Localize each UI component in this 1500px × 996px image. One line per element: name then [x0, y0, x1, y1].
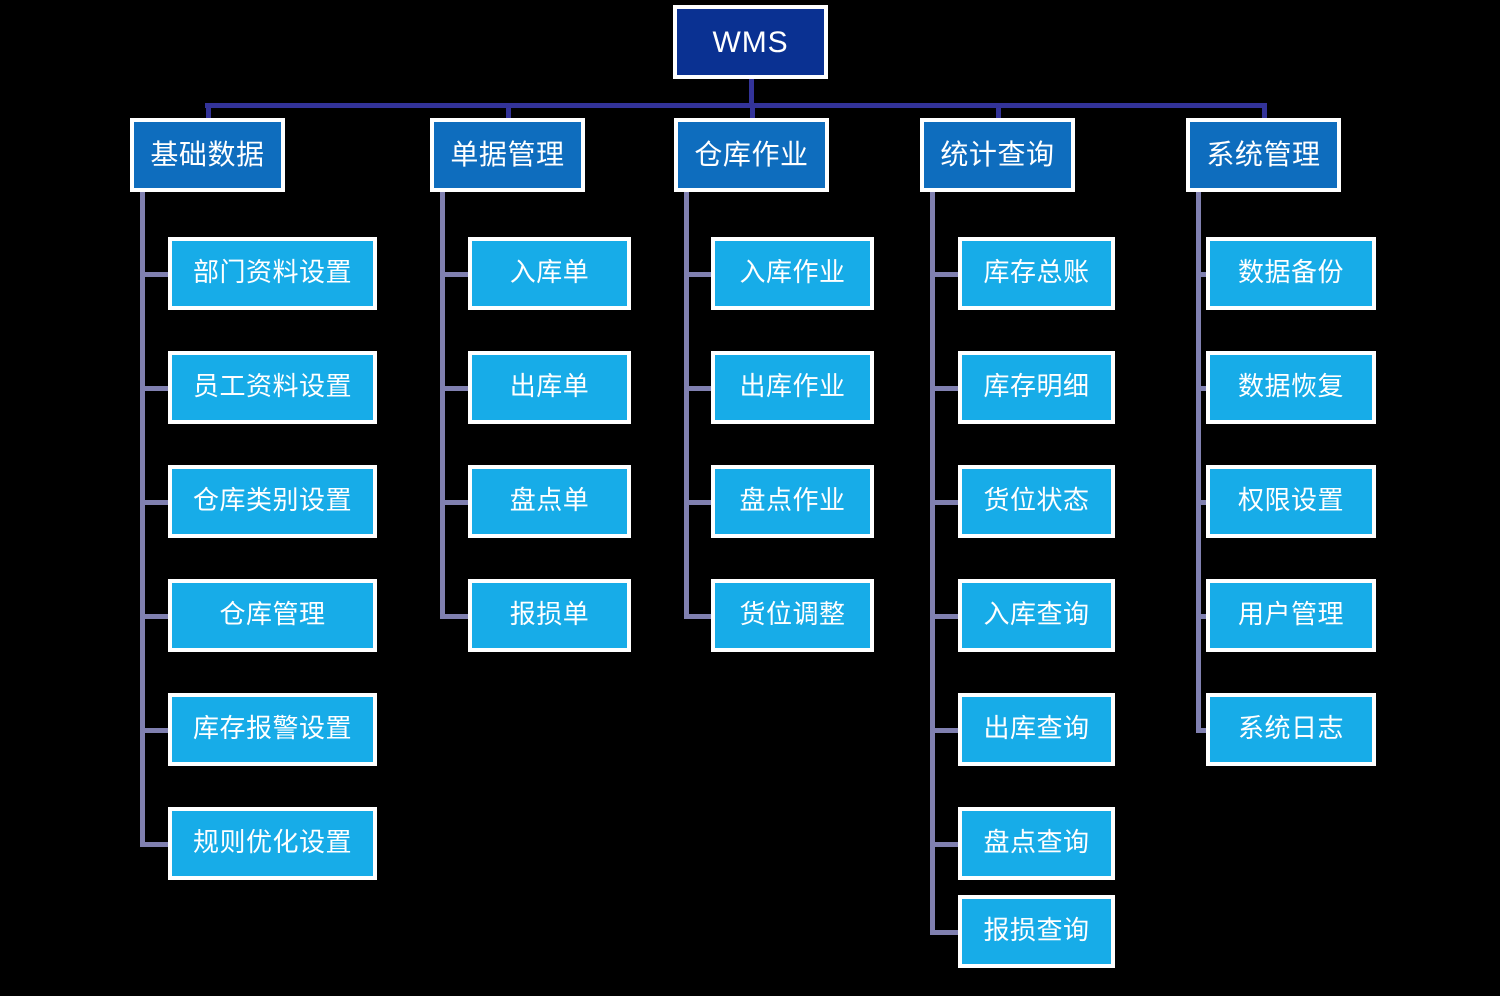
- leaf-stub-connector: [140, 728, 170, 733]
- leaf-node[interactable]: 出库作业: [711, 351, 874, 424]
- category-node-5[interactable]: 系统管理: [1186, 118, 1341, 192]
- leaf-stub-connector: [684, 500, 713, 505]
- leaf-stub-connector: [930, 386, 960, 391]
- leaf-stub-connector: [684, 272, 713, 277]
- leaf-stub-connector: [140, 272, 170, 277]
- leaf-stub-connector: [930, 728, 960, 733]
- leaf-node[interactable]: 货位调整: [711, 579, 874, 652]
- category-stem-connector: [206, 103, 211, 118]
- leaf-node[interactable]: 库存总账: [958, 237, 1115, 310]
- leaf-stub-connector: [440, 386, 470, 391]
- leaf-stub-connector: [930, 614, 960, 619]
- leaf-stub-connector: [140, 614, 170, 619]
- leaf-stub-connector: [1196, 272, 1208, 277]
- leaf-node[interactable]: 员工资料设置: [168, 351, 377, 424]
- leaf-node[interactable]: 库存报警设置: [168, 693, 377, 766]
- leaf-stub-connector: [930, 500, 960, 505]
- leaf-node[interactable]: 权限设置: [1206, 465, 1376, 538]
- category-trunk-connector: [440, 192, 445, 619]
- leaf-node[interactable]: 规则优化设置: [168, 807, 377, 880]
- leaf-node[interactable]: 数据恢复: [1206, 351, 1376, 424]
- leaf-stub-connector: [440, 272, 470, 277]
- leaf-stub-connector: [140, 386, 170, 391]
- level1-bus-connector: [205, 103, 1265, 108]
- category-stem-connector: [1262, 103, 1267, 118]
- leaf-node[interactable]: 库存明细: [958, 351, 1115, 424]
- leaf-stub-connector: [140, 842, 170, 847]
- leaf-stub-connector: [930, 842, 960, 847]
- leaf-stub-connector: [684, 614, 713, 619]
- root-node-wms[interactable]: WMS: [673, 5, 828, 79]
- leaf-node[interactable]: 货位状态: [958, 465, 1115, 538]
- leaf-node[interactable]: 系统日志: [1206, 693, 1376, 766]
- root-stem-connector: [749, 79, 754, 108]
- leaf-node[interactable]: 入库单: [468, 237, 631, 310]
- category-node-4[interactable]: 统计查询: [920, 118, 1075, 192]
- leaf-node[interactable]: 部门资料设置: [168, 237, 377, 310]
- leaf-stub-connector: [930, 272, 960, 277]
- leaf-stub-connector: [440, 614, 470, 619]
- leaf-node[interactable]: 仓库类别设置: [168, 465, 377, 538]
- category-stem-connector: [996, 103, 1001, 118]
- leaf-node[interactable]: 盘点单: [468, 465, 631, 538]
- leaf-node[interactable]: 入库作业: [711, 237, 874, 310]
- leaf-stub-connector: [140, 500, 170, 505]
- category-trunk-connector: [684, 192, 689, 619]
- leaf-node[interactable]: 出库单: [468, 351, 631, 424]
- category-trunk-connector: [1196, 192, 1201, 733]
- leaf-node[interactable]: 报损查询: [958, 895, 1115, 968]
- category-stem-connector: [506, 103, 511, 118]
- leaf-stub-connector: [1196, 500, 1208, 505]
- category-trunk-connector: [930, 192, 935, 935]
- leaf-node[interactable]: 数据备份: [1206, 237, 1376, 310]
- category-node-1[interactable]: 基础数据: [130, 118, 285, 192]
- leaf-node[interactable]: 仓库管理: [168, 579, 377, 652]
- category-trunk-connector: [140, 192, 145, 847]
- leaf-node[interactable]: 报损单: [468, 579, 631, 652]
- leaf-stub-connector: [684, 386, 713, 391]
- category-node-3[interactable]: 仓库作业: [674, 118, 829, 192]
- leaf-stub-connector: [440, 500, 470, 505]
- category-stem-connector: [750, 103, 755, 118]
- leaf-stub-connector: [930, 930, 960, 935]
- leaf-node[interactable]: 盘点作业: [711, 465, 874, 538]
- leaf-node[interactable]: 入库查询: [958, 579, 1115, 652]
- leaf-node[interactable]: 出库查询: [958, 693, 1115, 766]
- leaf-stub-connector: [1196, 728, 1208, 733]
- leaf-stub-connector: [1196, 386, 1208, 391]
- category-node-2[interactable]: 单据管理: [430, 118, 585, 192]
- leaf-node[interactable]: 盘点查询: [958, 807, 1115, 880]
- leaf-node[interactable]: 用户管理: [1206, 579, 1376, 652]
- leaf-stub-connector: [1196, 614, 1208, 619]
